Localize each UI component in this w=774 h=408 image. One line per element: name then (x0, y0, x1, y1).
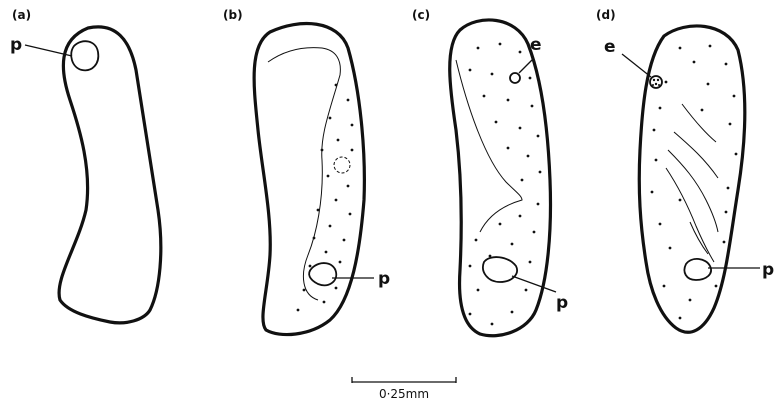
panel-d-label: (d) (596, 8, 616, 22)
panel-b-p-label: p (378, 269, 390, 289)
panel-d: (d) (596, 8, 774, 332)
panel-c-p-label: p (556, 293, 568, 313)
panel-d-eyespot (650, 76, 662, 88)
panel-c: (c) (412, 8, 568, 336)
panel-d-cell-outline (639, 26, 745, 332)
panel-d-pore (684, 259, 711, 280)
panel-b-label: (b) (223, 8, 243, 22)
panel-c-label: (c) (412, 8, 430, 22)
panel-d-e-label: e (604, 37, 616, 57)
panel-d-e-leader (622, 54, 651, 77)
panel-a-pore (71, 41, 98, 70)
panel-a-cell-outline (59, 27, 161, 323)
panel-d-p-label: p (762, 260, 774, 280)
panel-a-label: (a) (12, 8, 31, 22)
panel-c-eyespot (510, 73, 520, 83)
panel-a-p-label: p (10, 35, 22, 55)
panel-c-cell-outline (450, 20, 551, 336)
panel-b-cell-outline (254, 24, 364, 335)
panel-b-pore (309, 263, 336, 285)
panel-b: (b) p (223, 8, 390, 335)
scale-bar: 0·25mm (352, 377, 456, 401)
panel-c-e-label: e (530, 35, 542, 55)
scale-bar-label: 0·25mm (379, 387, 429, 401)
panel-a: (a) p (10, 8, 161, 323)
